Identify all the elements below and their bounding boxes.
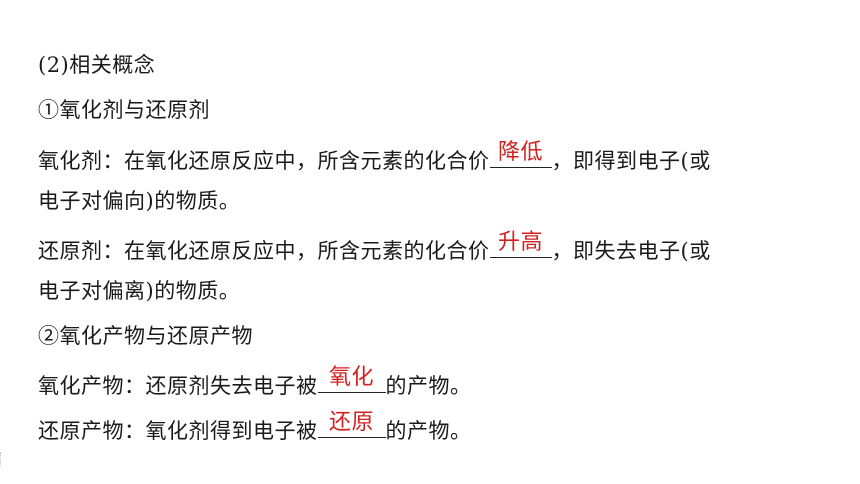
reduction-product-answer-blank: 还原	[317, 410, 386, 438]
section-heading: (2)相关概念	[38, 52, 155, 78]
reduction-product-line: 还原产物：氧化剂得到电子被还原的产物。	[38, 410, 472, 444]
reduction-product-answer: 还原	[328, 410, 374, 435]
oxidation-product-line: 氧化产物：还原剂失去电子被氧化的产物。	[38, 365, 472, 399]
edge-marker	[0, 452, 4, 466]
oxidant-answer-blank: 降低	[489, 140, 552, 168]
reductant-definition-continuation: 电子对偏离)的物质。	[38, 278, 240, 304]
subheading-products-text: ②氧化产物与还原产物	[38, 324, 253, 348]
reductant-definition-text: 还原剂：在氧化还原反应中，所含元素的化合价	[38, 239, 490, 263]
reductant-answer: 升高	[497, 230, 543, 255]
oxidant-continuation-text: 电子对偏向)的物质。	[38, 189, 241, 213]
reduction-product-tail: 的产物。	[385, 419, 472, 443]
oxidation-product-answer-blank: 氧化	[317, 365, 386, 393]
reductant-definition-tail: ，即失去电子(或	[551, 239, 711, 263]
oxidation-product-answer: 氧化	[328, 365, 374, 390]
oxidant-definition-continuation: 电子对偏向)的物质。	[38, 188, 240, 214]
subheading-oxidant-reductant: ①氧化剂与还原剂	[38, 97, 210, 123]
subheading-products: ②氧化产物与还原产物	[38, 323, 253, 349]
oxidant-answer: 降低	[497, 140, 543, 165]
reductant-answer-blank: 升高	[489, 230, 552, 258]
oxidation-product-text: 氧化产物：还原剂失去电子被	[38, 374, 318, 398]
reductant-continuation-text: 电子对偏离)的物质。	[38, 279, 241, 303]
reductant-definition-line: 还原剂：在氧化还原反应中，所含元素的化合价升高 ，即失去电子(或	[38, 230, 711, 264]
oxidant-definition-text: 氧化剂：在氧化还原反应中，所含元素的化合价	[38, 149, 490, 173]
oxidation-product-tail: 的产物。	[385, 374, 472, 398]
oxidant-definition-tail: ，即得到电子(或	[551, 149, 711, 173]
reduction-product-text: 还原产物：氧化剂得到电子被	[38, 419, 318, 443]
oxidant-definition-line: 氧化剂：在氧化还原反应中，所含元素的化合价降低 ，即得到电子(或	[38, 140, 711, 174]
section-heading-text: (2)相关概念	[38, 53, 156, 77]
subheading-oxidant-reductant-text: ①氧化剂与还原剂	[38, 98, 210, 122]
